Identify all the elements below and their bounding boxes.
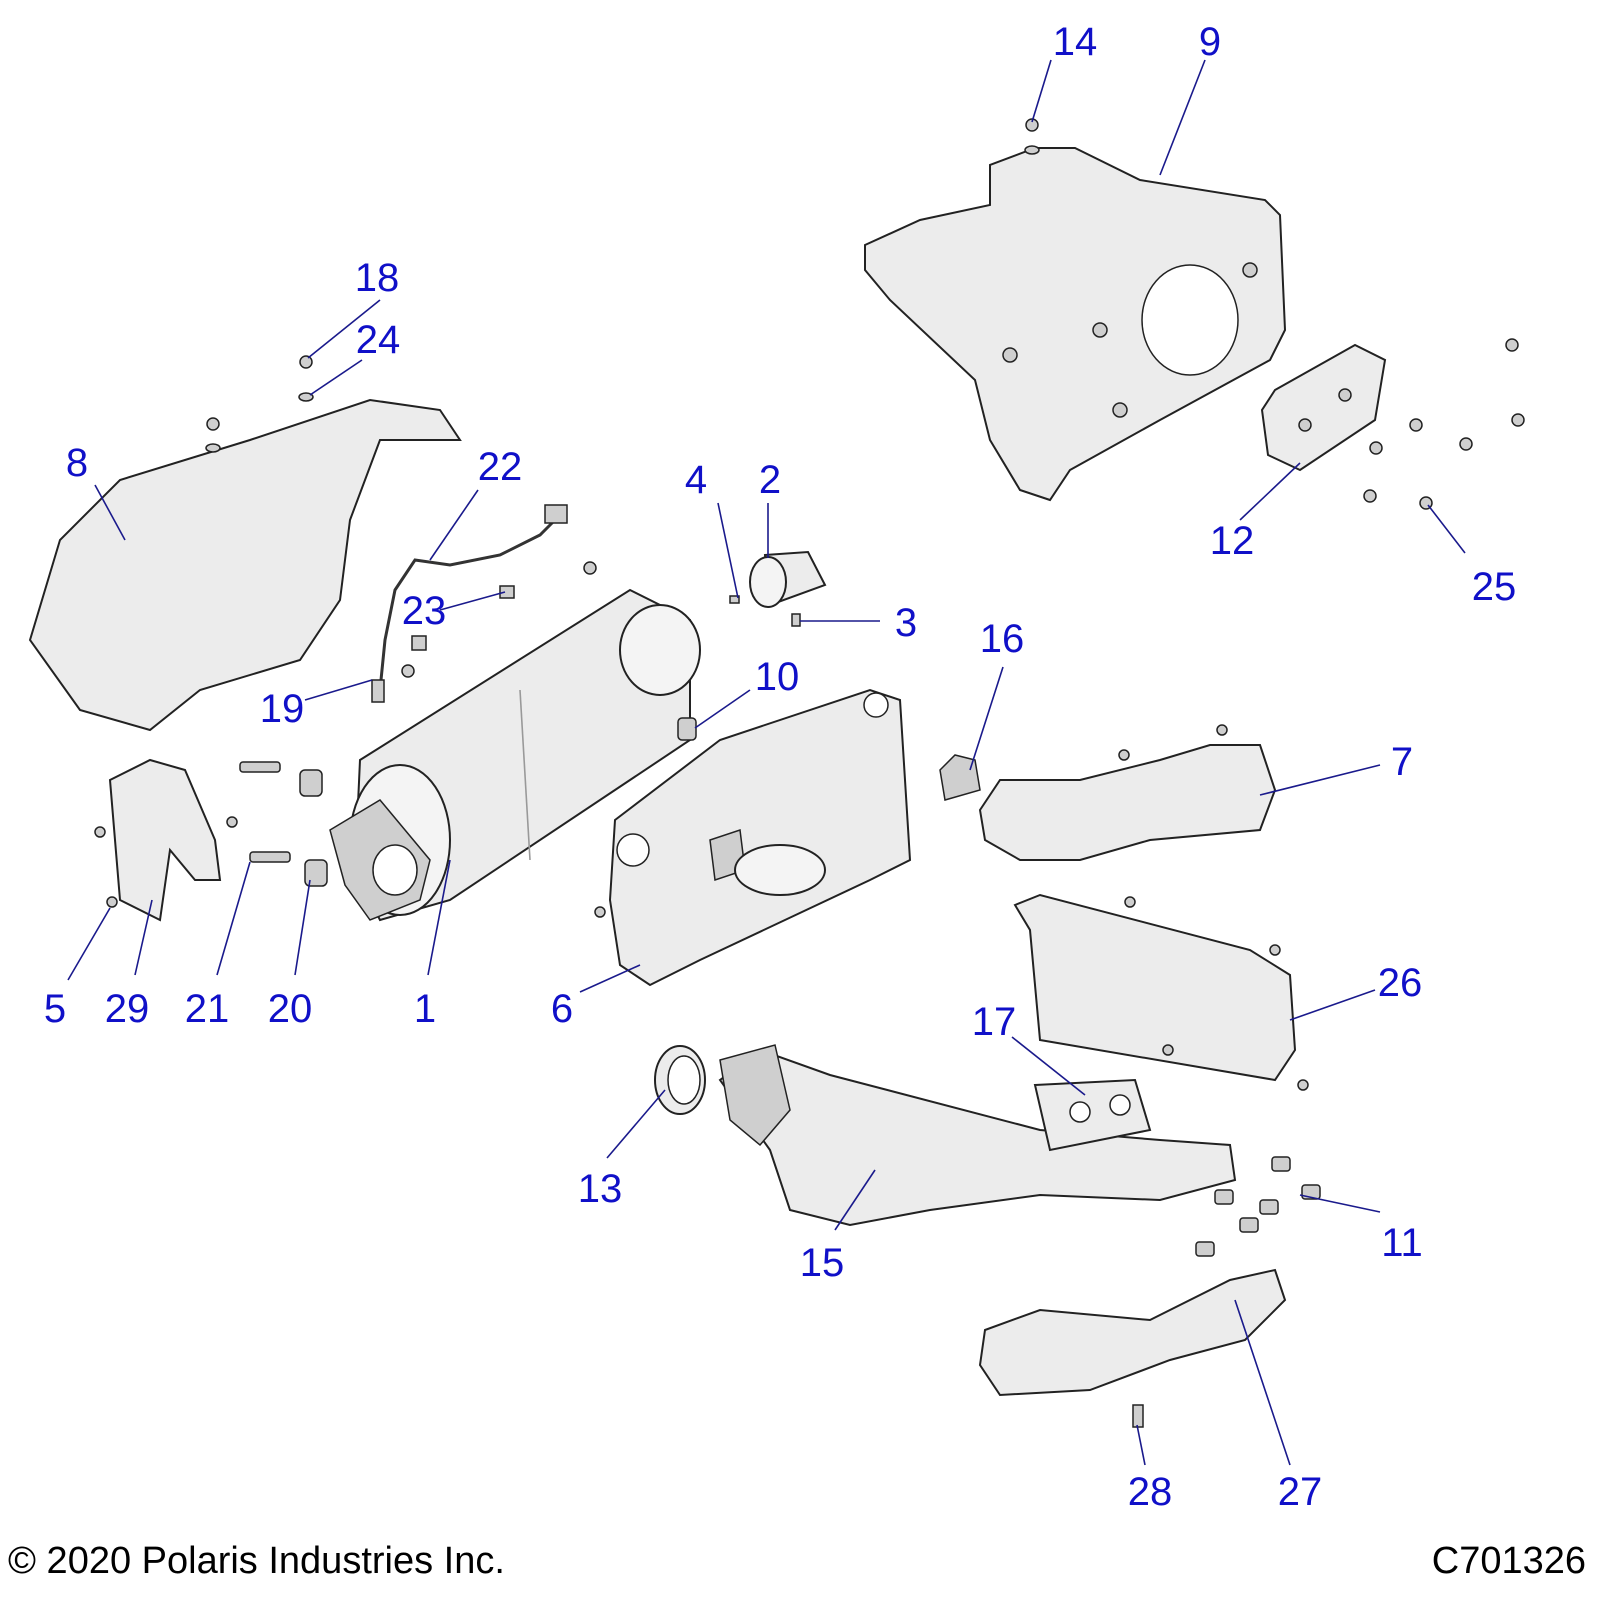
callout-22[interactable]: 22 <box>478 445 523 489</box>
callout-20[interactable]: 20 <box>268 987 313 1031</box>
part-tailpipe-outlet <box>729 550 827 627</box>
callout-26[interactable]: 26 <box>1378 961 1423 1005</box>
callout-16[interactable]: 16 <box>980 617 1025 661</box>
callout-4[interactable]: 4 <box>685 458 707 502</box>
part-cover-plate <box>1260 343 1387 472</box>
callout-2[interactable]: 2 <box>759 458 781 502</box>
mount-hardware <box>239 717 697 887</box>
plate-screws <box>1024 118 1525 510</box>
callout-25[interactable]: 25 <box>1472 565 1517 609</box>
part-exhaust-pipe <box>718 1044 1237 1227</box>
callout-28[interactable]: 28 <box>1128 1470 1173 1514</box>
copyright-notice: © 2020 Polaris Industries Inc. <box>8 1540 505 1582</box>
callout-5[interactable]: 5 <box>44 987 66 1031</box>
callout-11[interactable]: 11 <box>1381 1221 1423 1265</box>
part-oxygen-sensor <box>371 504 597 703</box>
callouts: 14 9 18 24 8 22 4 2 3 23 19 10 16 7 12 2… <box>44 20 1516 1514</box>
callout-17[interactable]: 17 <box>972 1000 1017 1044</box>
callout-1[interactable]: 1 <box>414 987 436 1031</box>
callout-18[interactable]: 18 <box>355 256 400 300</box>
callout-27[interactable]: 27 <box>1278 1470 1323 1514</box>
part-exhaust-seal <box>654 1045 706 1115</box>
callout-24[interactable]: 24 <box>356 318 401 362</box>
callout-29[interactable]: 29 <box>105 987 150 1031</box>
callout-10[interactable]: 10 <box>755 655 800 699</box>
part-lower-heat-shield <box>978 1268 1287 1428</box>
part-exhaust-manifold-upper <box>978 724 1277 861</box>
part-grommet <box>939 754 981 801</box>
manifold-nuts <box>1195 1156 1321 1257</box>
part-catalytic-converter <box>329 588 701 922</box>
part-rear-heat-shield <box>864 147 1287 502</box>
part-small-heat-shield <box>94 758 238 922</box>
callout-14[interactable]: 14 <box>1053 20 1098 64</box>
callout-9[interactable]: 9 <box>1199 20 1221 64</box>
callout-19[interactable]: 19 <box>260 687 305 731</box>
part-muffler-heat-shield <box>594 688 912 987</box>
callout-6[interactable]: 6 <box>551 987 573 1031</box>
callout-15[interactable]: 15 <box>800 1241 845 1285</box>
callout-13[interactable]: 13 <box>578 1167 623 1211</box>
part-upper-heat-shield <box>28 355 462 732</box>
leader-lines <box>67 59 1466 1466</box>
callout-12[interactable]: 12 <box>1210 519 1255 563</box>
figure-id: C701326 <box>1431 1540 1586 1582</box>
part-manifold-heat-shield <box>1013 893 1309 1091</box>
callout-8[interactable]: 8 <box>66 441 88 485</box>
callout-23[interactable]: 23 <box>402 589 447 633</box>
callout-7[interactable]: 7 <box>1391 740 1413 784</box>
callout-3[interactable]: 3 <box>895 601 917 645</box>
callout-21[interactable]: 21 <box>185 987 230 1031</box>
